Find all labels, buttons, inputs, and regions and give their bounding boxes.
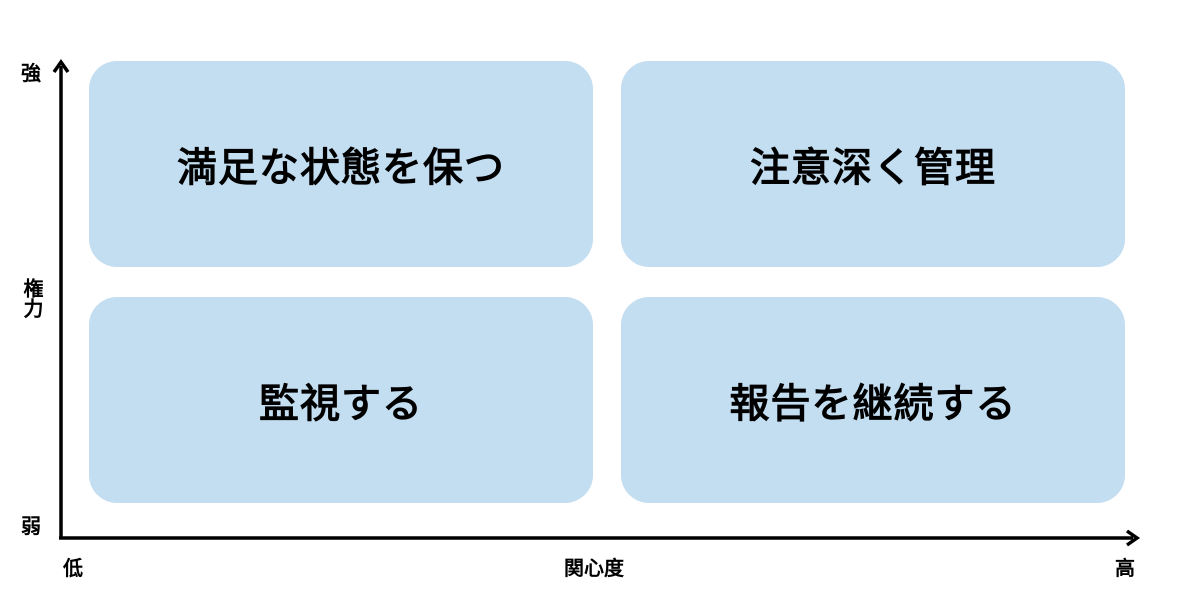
quadrant-top-right: 注意深く管理 <box>621 61 1125 267</box>
y-axis-arrowhead <box>52 58 70 74</box>
quadrant-top-right-label: 注意深く管理 <box>750 145 996 191</box>
quadrant-top-left-label: 満足な状態を保つ <box>177 145 505 191</box>
y-axis-low-label: 弱 <box>21 514 41 538</box>
x-axis-title: 関心度 <box>564 556 624 580</box>
quadrant-top-left: 満足な状態を保つ <box>89 61 593 267</box>
quadrant-bottom-left: 監視する <box>89 297 593 503</box>
x-axis-low-label: 低 <box>63 556 83 580</box>
x-axis-high-label: 高 <box>1115 556 1135 580</box>
x-axis-arrowhead <box>1125 529 1141 547</box>
quadrant-bottom-right: 報告を継続する <box>621 297 1125 503</box>
quadrant-bottom-right-label: 報告を継続する <box>729 381 1017 427</box>
y-axis-title: 権力 <box>20 278 44 318</box>
quadrant-bottom-left-label: 監視する <box>259 381 423 427</box>
y-axis-high-label: 強 <box>21 61 41 85</box>
